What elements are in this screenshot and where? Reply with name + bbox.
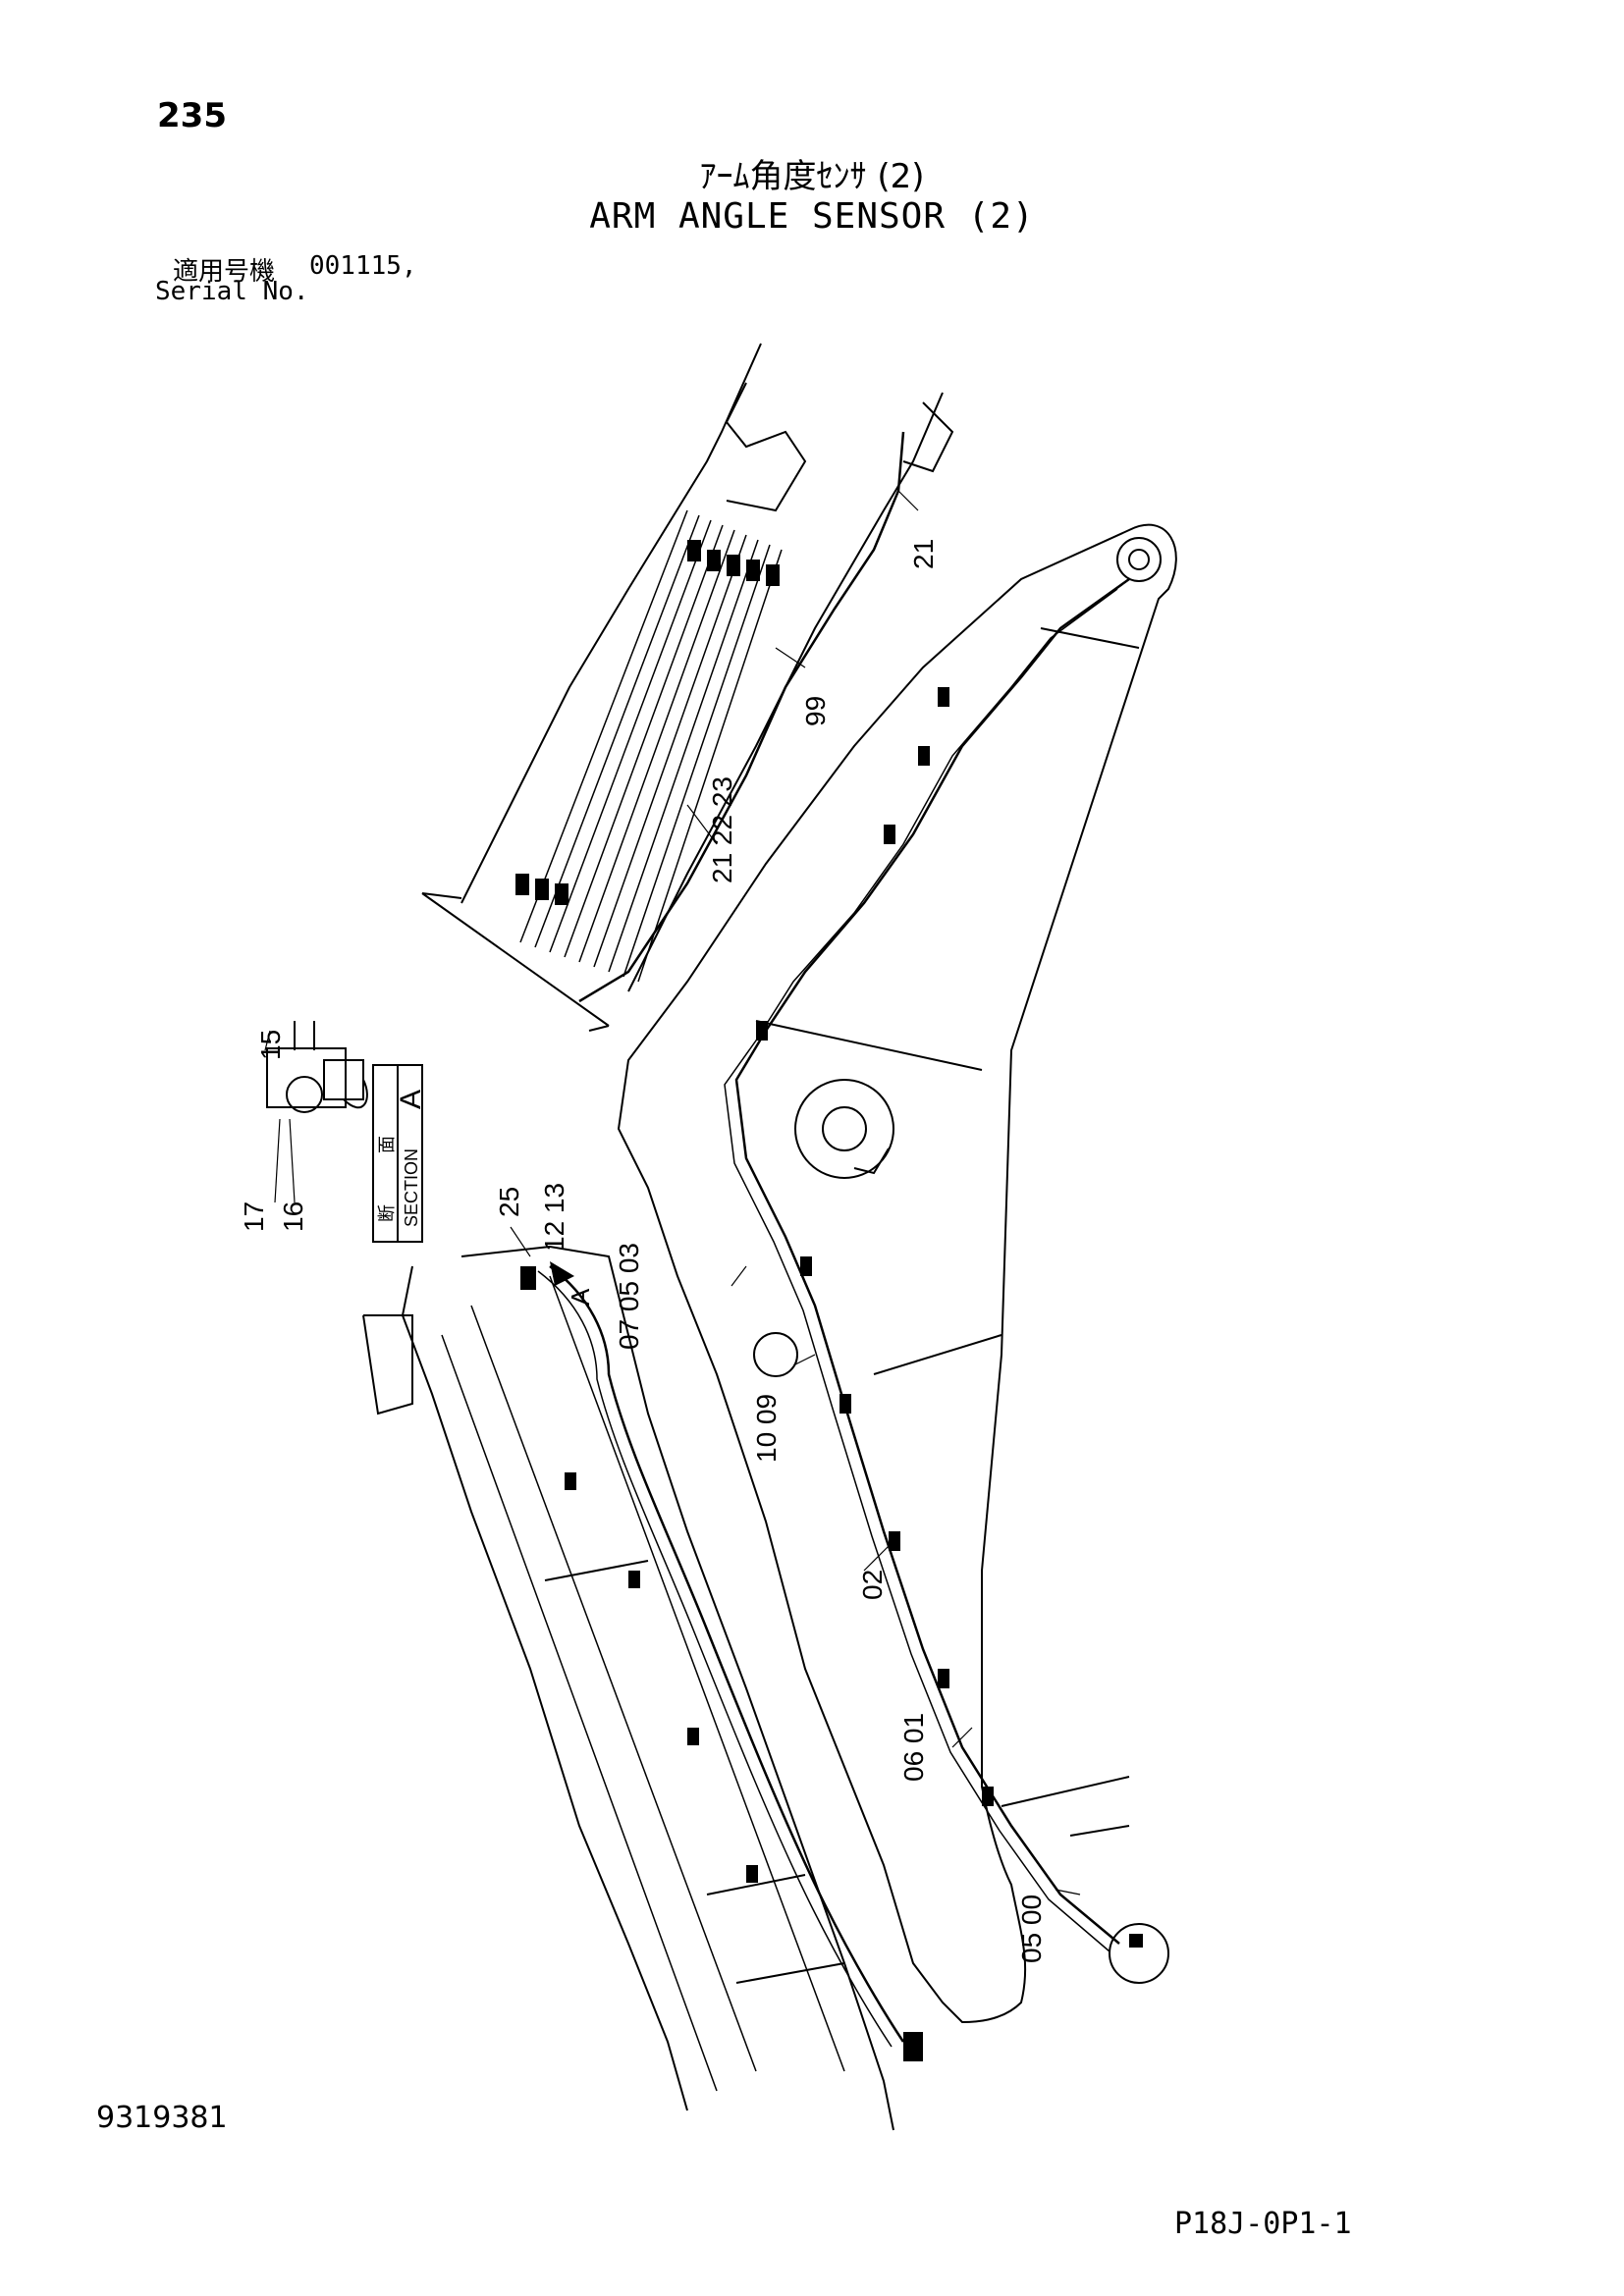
callout-12-13: 12 13 — [539, 1183, 569, 1252]
callout-05-00: 05 00 — [1016, 1895, 1047, 1963]
callout-02: 02 — [857, 1570, 888, 1600]
serial-value: 001115, — [309, 251, 417, 281]
view-marker-a: A — [566, 1288, 595, 1306]
section-label-ja-1: 断 — [377, 1204, 397, 1222]
serial-label-japanese: 適用号機 — [173, 257, 276, 287]
title-japanese: ｱｰﾑ角度ｾﾝｻ (2) — [699, 157, 925, 196]
callout-16: 16 — [278, 1201, 308, 1232]
callout-06-01: 06 01 — [898, 1713, 929, 1782]
arm-bottom-view — [362, 1246, 923, 2131]
section-label-ja-2: 面 — [377, 1136, 397, 1153]
section-label-en: SECTION — [402, 1148, 421, 1227]
section-letter: A — [395, 1090, 427, 1109]
title-english: ARM ANGLE SENSOR (2) — [589, 196, 1035, 237]
document-number: 9319381 — [96, 2101, 228, 2135]
leader-lines — [264, 490, 1081, 1896]
callout-21-22-23: 21 22 23 — [707, 776, 737, 883]
serial-label-english: Serial No. — [155, 277, 309, 306]
boom-top-view — [421, 343, 954, 1032]
callout-99: 99 — [800, 696, 831, 726]
callout-07-05-03: 07 05 03 — [614, 1243, 644, 1350]
section-a-detail — [266, 1021, 423, 1243]
callout-10-09: 10 09 — [751, 1394, 782, 1463]
page-number: 235 — [157, 96, 227, 135]
callout-17: 17 — [239, 1201, 269, 1232]
arm-side-view — [617, 523, 1177, 2024]
callout-15: 15 — [255, 1030, 286, 1060]
callout-21-top: 21 — [908, 539, 939, 569]
callout-25: 25 — [494, 1187, 524, 1217]
page-code: P18J-0P1-1 — [1174, 2207, 1352, 2241]
